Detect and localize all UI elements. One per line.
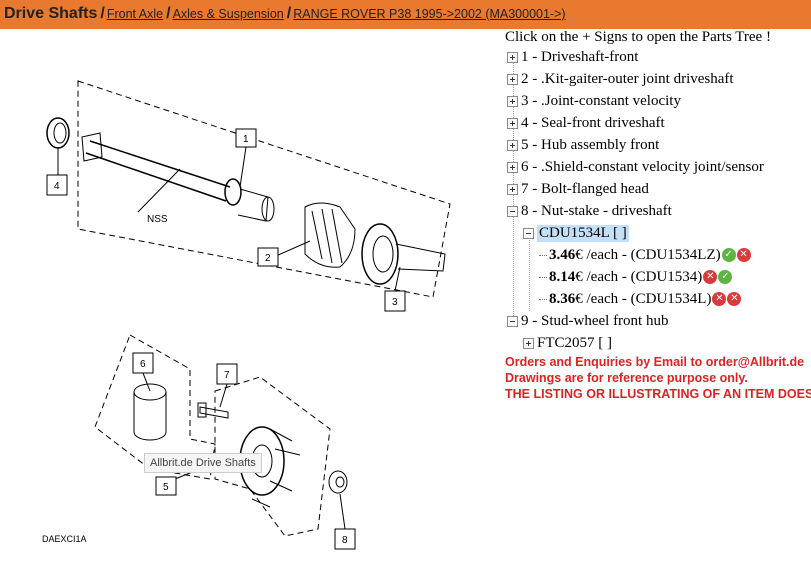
callout-8: 8 — [342, 535, 348, 546]
expand-icon[interactable] — [507, 117, 518, 129]
collapse-icon[interactable] — [523, 227, 534, 239]
callout-1: 1 — [243, 134, 249, 145]
notice-listing: THE LISTING OR ILLUSTRATING OF AN ITEM D… — [505, 387, 811, 401]
callout-5: 5 — [163, 482, 169, 493]
breadcrumb-link-axles-suspension[interactable]: Axles & Suspension — [172, 7, 284, 21]
tree-subitem-cdu1534l[interactable]: CDU1534L [ ] — [523, 222, 629, 244]
not-available-x-icon: ✕ — [703, 270, 718, 284]
tree-intro: Click on the + Signs to open the Parts T… — [505, 29, 771, 45]
parts-tree-panel: Click on the + Signs to open the Parts T… — [505, 29, 811, 576]
expand-icon[interactable] — [507, 183, 518, 195]
tree-subitem-ftc2057[interactable]: FTC2057 [ ] — [523, 332, 612, 354]
tree-item-2[interactable]: 2 - .Kit-gaiter-outer joint driveshaft — [507, 68, 734, 90]
expand-icon[interactable] — [507, 95, 518, 107]
breadcrumb-link-front-axle[interactable]: Front Axle — [106, 7, 164, 21]
nss-label: NSS — [147, 214, 168, 225]
tree-item-3[interactable]: 3 - .Joint-constant velocity — [507, 90, 681, 112]
page-title: Drive Shafts — [4, 5, 98, 22]
tree-item-9[interactable]: 9 - Stud-wheel front hub — [507, 310, 668, 332]
diagram-tooltip: Allbrit.de Drive Shafts — [144, 453, 262, 473]
expand-icon[interactable] — [523, 337, 534, 349]
tree-item-7[interactable]: 7 - Bolt-flanged head — [507, 178, 649, 200]
callout-7: 7 — [224, 370, 230, 381]
expand-icon[interactable] — [507, 51, 518, 63]
tree-item-5[interactable]: 5 - Hub assembly front — [507, 134, 659, 156]
price-row[interactable]: 8.14 € /each - (CDU1534)✕✓ — [539, 266, 733, 288]
tree-item-6[interactable]: 6 - .Shield-constant velocity joint/sens… — [507, 156, 764, 178]
callout-4: 4 — [54, 181, 60, 192]
not-available-x-icon: ✕ — [712, 292, 727, 306]
collapse-icon[interactable] — [507, 205, 518, 217]
callout-6: 6 — [140, 359, 146, 370]
breadcrumb-link-model[interactable]: RANGE ROVER P38 1995->2002 (MA300001->) — [293, 7, 566, 21]
not-available-x-icon: ✕ — [727, 292, 742, 306]
notice-drawings: Drawings are for reference purpose only. — [505, 371, 748, 385]
not-available-x-icon: ✕ — [736, 248, 751, 262]
expand-icon[interactable] — [507, 73, 518, 85]
callout-2: 2 — [265, 253, 271, 264]
tree-item-8[interactable]: 8 - Nut-stake - driveshaft — [507, 200, 672, 222]
parts-diagram: 1 2 3 4 5 6 7 8 NSS DAEXCI1A — [42, 80, 451, 550]
price-row[interactable]: 8.36 € /each - (CDU1534L)✕✕ — [539, 288, 742, 310]
collapse-icon[interactable] — [507, 315, 518, 327]
price-row[interactable]: 3.46 € /each - (CDU1534LZ)✓✕ — [539, 244, 751, 266]
breadcrumb-bar: Drive Shafts/Front Axle/Axles & Suspensi… — [0, 0, 811, 29]
tree-item-4[interactable]: 4 - Seal-front driveshaft — [507, 112, 665, 134]
drawing-code: DAEXCI1A — [42, 534, 87, 544]
notice-email: Orders and Enquiries by Email to order@A… — [505, 355, 805, 369]
in-stock-check-icon: ✓ — [718, 270, 733, 284]
callout-3: 3 — [392, 297, 398, 308]
tree-item-1[interactable]: 1 - Driveshaft-front — [507, 46, 638, 68]
expand-icon[interactable] — [507, 139, 518, 151]
expand-icon[interactable] — [507, 161, 518, 173]
in-stock-check-icon: ✓ — [721, 248, 736, 262]
